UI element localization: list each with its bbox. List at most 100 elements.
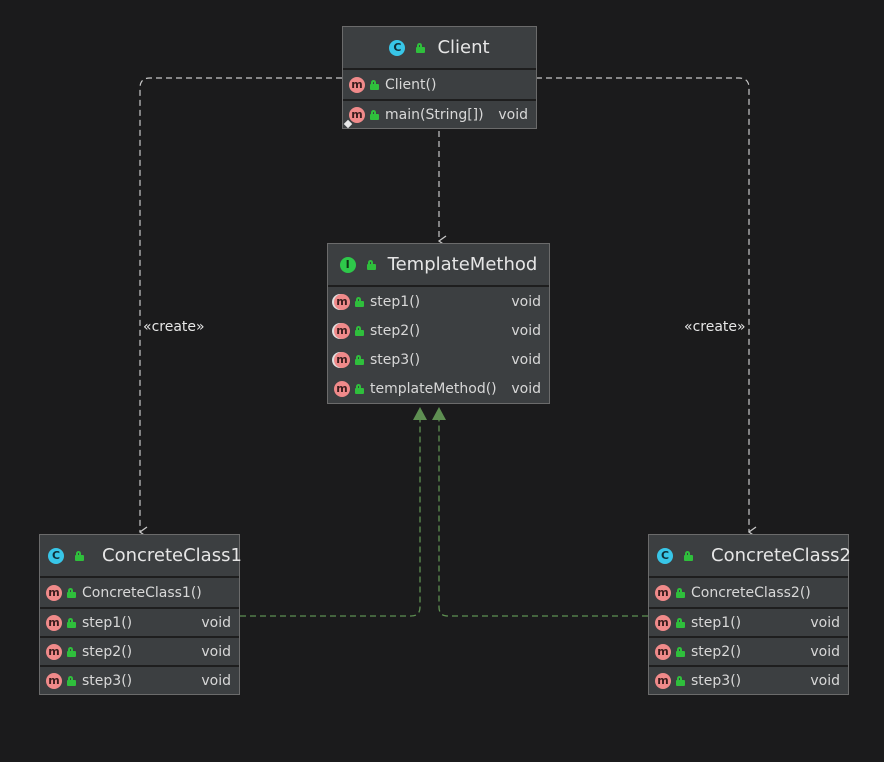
member-list: m ConcreteClass1() m step1() void m step2() voi…	[40, 578, 239, 694]
method-icon: m	[46, 672, 62, 689]
public-lock-icon	[370, 110, 379, 120]
edge-impl-concrete1	[240, 420, 421, 617]
edge-impl-concrete1-arrowhead	[413, 407, 427, 420]
method-icon: m	[655, 584, 671, 601]
public-lock-icon	[676, 647, 685, 657]
method-icon: m	[46, 643, 62, 660]
method-row[interactable]: m step1() void	[649, 607, 848, 636]
method-name: ConcreteClass2()	[691, 584, 811, 601]
class-icon: C	[389, 39, 406, 56]
public-lock-icon	[355, 297, 364, 307]
public-lock-icon	[676, 588, 685, 598]
method-row[interactable]: m step1() void	[328, 287, 549, 316]
method-name: step2()	[370, 322, 421, 339]
method-return-type: void	[201, 643, 231, 660]
public-lock-icon	[416, 43, 426, 53]
method-row[interactable]: m step3() void	[328, 345, 549, 374]
method-name: ConcreteClass1()	[82, 584, 202, 601]
public-lock-icon	[676, 618, 685, 628]
method-row[interactable]: m step2() void	[40, 636, 239, 665]
method-name: step1()	[82, 614, 133, 631]
method-row[interactable]: m step2() void	[649, 636, 848, 665]
method-icon: m	[334, 322, 350, 339]
class-title: Client	[437, 37, 490, 58]
edge-impl-concrete2	[438, 420, 648, 617]
method-return-type: void	[810, 643, 840, 660]
method-name: step2()	[82, 643, 133, 660]
class-header: C ConcreteClass1	[40, 535, 242, 578]
method-icon: m	[334, 351, 350, 368]
public-lock-icon	[67, 588, 76, 598]
method-icon: m	[349, 76, 365, 93]
public-lock-icon	[67, 618, 76, 628]
method-row[interactable]: m ConcreteClass2()	[649, 578, 848, 607]
interface-template-method[interactable]: I TemplateMethod m step1() void m step2() voi…	[327, 243, 550, 404]
method-name: step1()	[691, 614, 742, 631]
class-icon: C	[48, 547, 64, 564]
method-icon: m	[46, 584, 62, 601]
edge-impl-concrete2-arrowhead	[432, 407, 446, 420]
method-icon: m	[655, 643, 671, 660]
member-list: m step1() void m step2() void m step3() void m tem…	[328, 287, 549, 403]
class-header: C Client	[343, 27, 536, 70]
public-lock-icon	[67, 676, 76, 686]
class-concrete-class1[interactable]: C ConcreteClass1 m ConcreteClass1() m step1…	[39, 534, 242, 695]
create-label-left: «create»	[143, 319, 205, 335]
class-title: ConcreteClass2	[711, 545, 851, 566]
method-return-type: void	[498, 106, 528, 123]
method-icon: m	[655, 614, 671, 631]
class-client[interactable]: C Client m Client() m main(String[]) void	[342, 26, 537, 129]
method-name: Client()	[385, 76, 437, 93]
method-row[interactable]: m templateMethod() void	[328, 374, 549, 403]
method-icon: m	[655, 672, 671, 689]
method-icon: m	[46, 614, 62, 631]
interface-header: I TemplateMethod	[328, 244, 549, 287]
class-icon: C	[657, 547, 673, 564]
method-row[interactable]: m ConcreteClass1()	[40, 578, 239, 607]
class-title: ConcreteClass1	[102, 545, 242, 566]
public-lock-icon	[75, 551, 84, 561]
public-lock-icon	[355, 326, 364, 336]
interface-icon: I	[339, 256, 356, 273]
method-icon: m	[334, 293, 350, 310]
method-return-type: void	[511, 380, 541, 397]
method-row[interactable]: m step2() void	[328, 316, 549, 345]
public-lock-icon	[676, 676, 685, 686]
edge-create-concrete2	[536, 77, 757, 538]
create-label-right: «create»	[684, 319, 746, 335]
public-lock-icon	[366, 260, 376, 270]
method-name: step1()	[370, 293, 421, 310]
method-return-type: void	[201, 614, 231, 631]
public-lock-icon	[67, 647, 76, 657]
method-return-type: void	[511, 293, 541, 310]
method-row[interactable]: m step3() void	[649, 665, 848, 694]
public-lock-icon	[355, 355, 364, 365]
method-row[interactable]: m main(String[]) void	[343, 99, 536, 128]
method-return-type: void	[511, 322, 541, 339]
method-name: main(String[])	[385, 106, 484, 123]
method-name: step3()	[691, 672, 742, 689]
method-row[interactable]: m step1() void	[40, 607, 239, 636]
method-return-type: void	[201, 672, 231, 689]
class-concrete-class2[interactable]: C ConcreteClass2 m ConcreteClass2() m step1…	[648, 534, 851, 695]
method-icon: m	[334, 380, 350, 397]
static-marker-icon	[343, 119, 353, 128]
public-lock-icon	[684, 551, 693, 561]
method-name: step3()	[82, 672, 133, 689]
method-return-type: void	[810, 672, 840, 689]
method-name: step3()	[370, 351, 421, 368]
public-lock-icon	[355, 384, 364, 394]
method-icon: m	[343, 106, 365, 128]
edge-create-concrete1	[138, 77, 342, 538]
member-list: m ConcreteClass2() m step1() void m step2() voi…	[649, 578, 848, 694]
method-return-type: void	[810, 614, 840, 631]
method-row[interactable]: m step3() void	[40, 665, 239, 694]
method-name: step2()	[691, 643, 742, 660]
method-return-type: void	[511, 351, 541, 368]
member-list: m Client() m main(String[]) void	[343, 70, 536, 128]
method-name: templateMethod()	[370, 380, 497, 397]
public-lock-icon	[370, 80, 379, 90]
method-row[interactable]: m Client()	[343, 70, 536, 99]
